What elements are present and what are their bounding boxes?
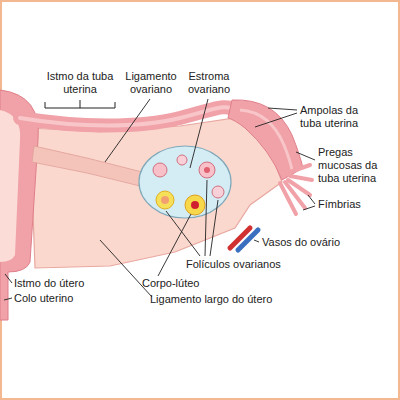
- part-label: Colo uterino: [14, 292, 114, 305]
- part-label: Pregas mucosas da tuba uterina: [318, 146, 388, 185]
- bracket: [45, 100, 115, 108]
- part-label: Ampolas da tuba uterina: [300, 104, 372, 130]
- part-label: Estroma ovariano: [180, 70, 238, 96]
- ovarian-ligament: [32, 146, 142, 186]
- ampulla: [228, 100, 303, 180]
- tube-lumen: [20, 107, 240, 125]
- broad-ligament: [30, 118, 282, 268]
- part-label: Corpo-lúteo: [142, 277, 232, 290]
- part-label: Istmo da tuba uterina: [40, 70, 120, 96]
- corpus-luteum-core: [191, 201, 199, 209]
- part-label: Fímbrias: [318, 198, 388, 211]
- part-label: Istmo do útero: [14, 277, 114, 290]
- mucosal-folds: [240, 110, 292, 170]
- part-label: Vasos do ovário: [262, 236, 372, 249]
- corpus-luteum: [185, 195, 205, 215]
- part-label: Ligamento largo do útero: [150, 293, 310, 306]
- leader-lines: [4, 99, 315, 300]
- part-label: Folículos ovarianos: [186, 258, 306, 271]
- part-label: Ligamento ovariano: [118, 70, 184, 96]
- fimbriae: [280, 165, 312, 214]
- vein: [238, 230, 258, 250]
- uterus-cavity: [0, 110, 20, 262]
- uterine-tube: [20, 107, 240, 125]
